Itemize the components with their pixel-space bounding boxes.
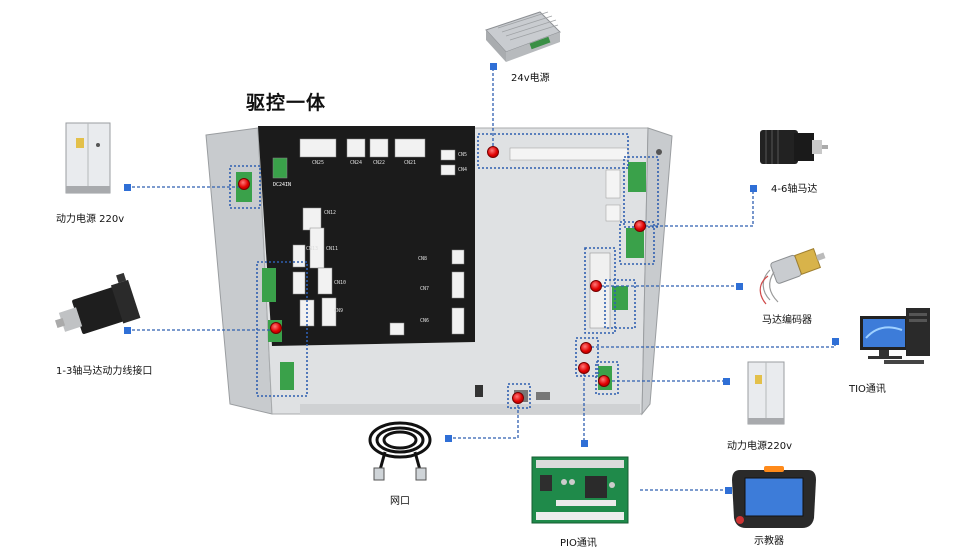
pio-board-icon (531, 456, 629, 524)
label-cn9: CN9 (334, 308, 344, 314)
connection-dot-24v (487, 146, 499, 158)
label-cn11: CN11 (326, 246, 339, 252)
callout-marker-tio (832, 338, 839, 345)
cabinet-icon (65, 122, 111, 194)
label-motor-46: 4-6轴马达 (771, 184, 818, 195)
label-cn8: CN8 (418, 256, 428, 262)
label-cn6: CN6 (420, 318, 430, 324)
label-pio: PIO通讯 (560, 538, 597, 549)
label-cn24: CN24 (350, 160, 363, 166)
power-supply-unit-icon (485, 11, 561, 62)
label-pendant: 示教器 (754, 536, 784, 547)
connection-dot-network (512, 392, 524, 404)
label-cn5: CN5 (458, 152, 468, 158)
label-24v-psu: 24v电源 (511, 73, 550, 84)
callout-marker-24v (490, 63, 497, 70)
label-cn13: CN13 (306, 246, 319, 252)
middle-connectors (292, 207, 465, 336)
label-cn4: CN4 (458, 167, 468, 173)
connection-dot-tio (580, 342, 592, 354)
servo-motor-icon (760, 130, 828, 164)
callout-marker-network (445, 435, 452, 442)
connection-dot-pio (578, 362, 590, 374)
callout-marker-power-left (124, 184, 131, 191)
label-power-left: 动力电源 220v (56, 214, 125, 225)
callout-marker-pio (581, 440, 588, 447)
label-tio: TIO通讯 (849, 384, 886, 395)
gear-motor-icon (759, 248, 826, 305)
connection-dot-power-right (598, 375, 610, 387)
dark-board (258, 126, 475, 346)
grey-board-components (475, 147, 662, 402)
callout-marker-encoder (736, 283, 743, 290)
connection-dot-dc24in (238, 178, 250, 190)
connection-dot-motor-46 (634, 220, 646, 232)
callout-marker-pendant (725, 487, 732, 494)
top-connectors (272, 138, 456, 179)
diagram-title: 驱控一体 (246, 92, 327, 114)
label-cn21: CN21 (404, 160, 417, 166)
label-cn25: CN25 (312, 160, 325, 166)
label-motor-13: 1-3轴马达动力线接口 (56, 366, 153, 377)
computer-icon (860, 308, 930, 364)
label-power-right: 动力电源220v (727, 441, 793, 452)
cabinet-icon (747, 361, 785, 425)
teach-pendant-icon (732, 466, 816, 528)
servo-motor-icon (55, 272, 141, 335)
label-cn7: CN7 (420, 286, 430, 292)
ethernet-cable-icon (368, 421, 432, 481)
connection-dot-motor-13 (270, 322, 282, 334)
label-cn12: CN12 (324, 210, 337, 216)
callout-marker-motor-13 (124, 327, 131, 334)
callout-marker-power-right (723, 378, 730, 385)
connection-dot-encoder (590, 280, 602, 292)
leader-lines (132, 68, 836, 491)
callout-marker-motor-46 (750, 185, 757, 192)
label-network: 网口 (390, 496, 410, 507)
label-cn22: CN22 (373, 160, 386, 166)
label-dc24in: DC24IN (273, 182, 292, 188)
label-cn10: CN10 (334, 280, 347, 286)
label-encoder: 马达编码器 (762, 315, 812, 326)
